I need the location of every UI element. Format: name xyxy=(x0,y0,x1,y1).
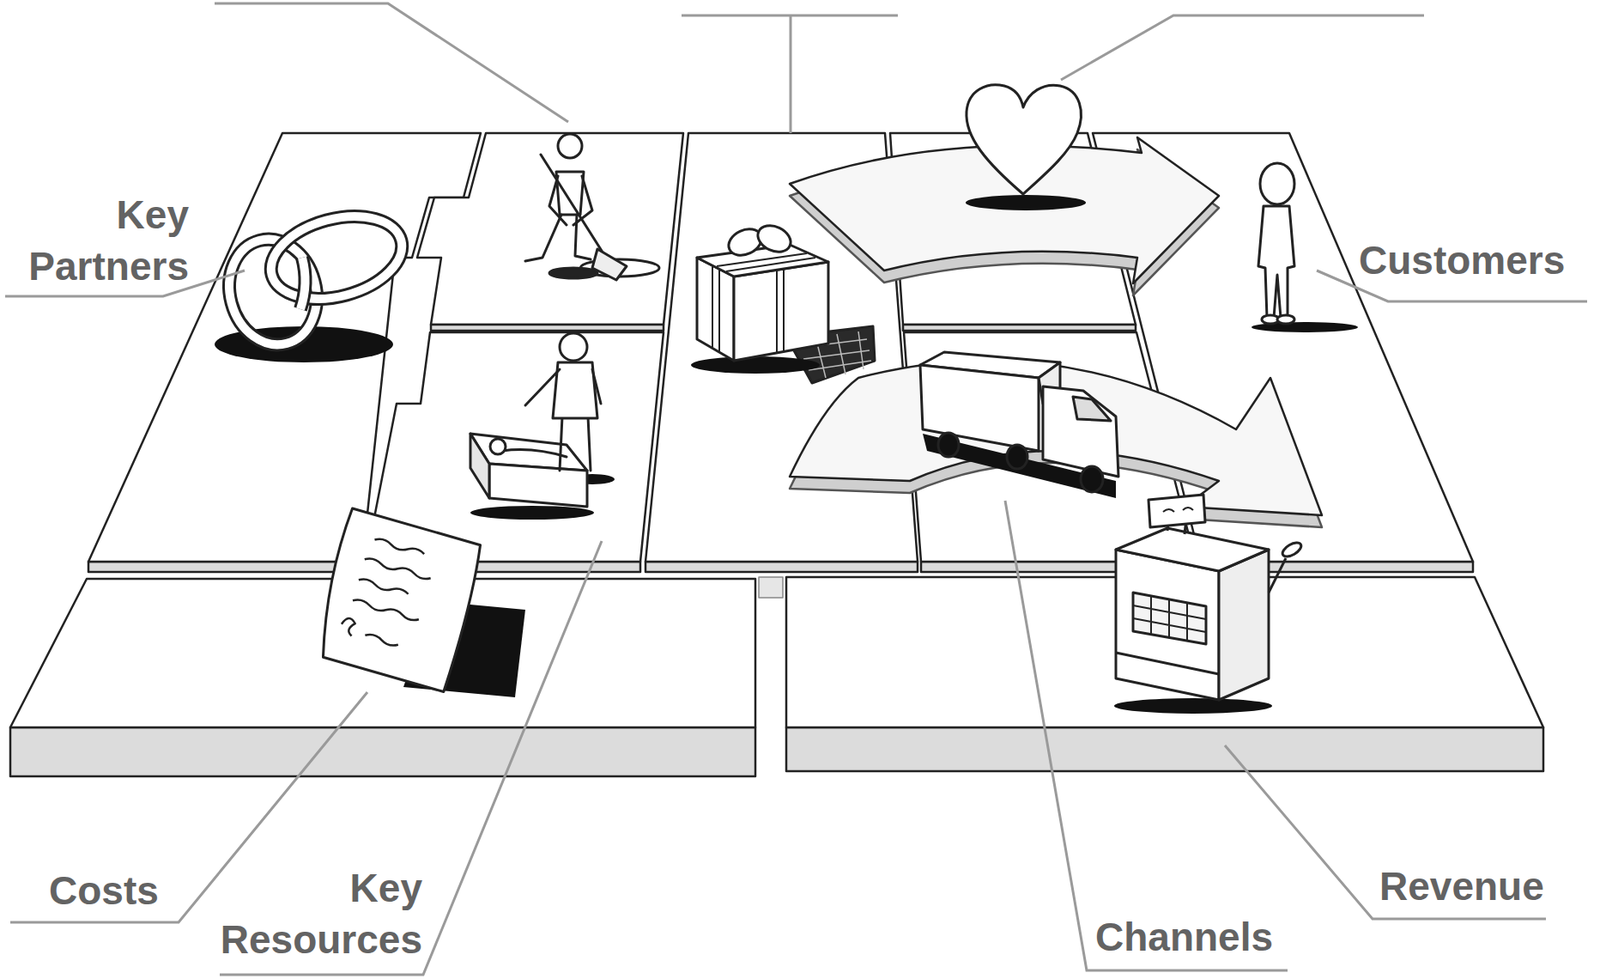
cash-register-part xyxy=(1163,507,1194,512)
bottom-plates-part xyxy=(786,727,1544,771)
customer-figure-part xyxy=(1277,315,1295,324)
canvas-plates-part xyxy=(88,561,363,572)
digging-worker-part xyxy=(592,248,627,280)
relationship-heart xyxy=(965,84,1086,211)
section-label: Costs xyxy=(48,864,221,916)
leader-lines-part xyxy=(214,3,569,122)
canvas-plates-part xyxy=(430,324,664,331)
resource-worker-crate-part xyxy=(502,449,567,457)
leader-lines xyxy=(5,3,1588,975)
channel-truck-part xyxy=(938,432,959,457)
resource-worker-crate xyxy=(470,333,615,520)
partner-rings-part xyxy=(300,257,306,310)
bottom-plates xyxy=(10,576,1544,776)
channel-truck xyxy=(920,351,1119,498)
section-label: Key Resources xyxy=(197,861,423,965)
partner-rings-part xyxy=(261,202,412,312)
digging-worker xyxy=(525,133,660,280)
cash-register-part xyxy=(1280,539,1304,559)
channel-truck-part xyxy=(1042,386,1119,477)
section-label: Customers xyxy=(1358,234,1600,286)
cash-register-part xyxy=(1268,557,1286,593)
canvas-plates xyxy=(88,133,1473,572)
resource-worker-crate-part xyxy=(489,463,588,507)
cash-register-part xyxy=(1133,592,1207,644)
partner-rings-part xyxy=(261,202,412,312)
digging-worker-part xyxy=(549,267,598,279)
partner-rings-part xyxy=(300,257,306,310)
cash-register-part xyxy=(1115,527,1269,571)
channel-truck-part xyxy=(920,364,1039,451)
digging-worker-part xyxy=(557,133,582,158)
cash-register-part xyxy=(1133,595,1207,641)
digging-worker-part xyxy=(556,171,584,215)
resource-worker-crate-part xyxy=(490,438,506,455)
section-label: Revenue xyxy=(1379,860,1594,912)
leader-lines-part xyxy=(1005,500,1288,970)
bottom-plates-part xyxy=(10,727,756,776)
channel-truck-part xyxy=(1080,466,1104,492)
canvas-plates-part xyxy=(903,324,1136,331)
cost-bill-part xyxy=(309,508,486,692)
cash-register-part xyxy=(1148,494,1206,528)
cost-bill xyxy=(309,508,526,697)
digging-worker-part xyxy=(540,154,607,258)
value-gift-part xyxy=(753,220,795,257)
canvas-plates-part xyxy=(645,561,918,572)
cash-register-part xyxy=(1114,697,1273,714)
section-label: Channels xyxy=(1095,910,1319,963)
resource-worker-crate-part xyxy=(525,369,601,406)
relationship-heart-part xyxy=(965,194,1086,211)
customer-figure xyxy=(1251,163,1358,333)
partner-rings xyxy=(214,202,412,363)
customer-figure-part xyxy=(1260,163,1295,205)
leader-lines-part xyxy=(10,691,368,922)
leader-lines-part xyxy=(681,15,898,134)
canvas-plates-part xyxy=(417,133,684,325)
relationship-heart-part xyxy=(966,84,1082,194)
cash-register-part xyxy=(1218,549,1269,700)
value-gift-part xyxy=(696,244,829,277)
section-label: Key Partners xyxy=(4,188,189,292)
channel-arrow xyxy=(789,360,1322,528)
value-gift-part xyxy=(733,261,829,361)
bottom-plates-part xyxy=(758,576,783,598)
digging-worker-part xyxy=(525,214,591,261)
cost-bill-part-part xyxy=(339,534,437,653)
resource-worker-crate-part xyxy=(470,433,490,498)
resource-worker-crate-part xyxy=(559,333,588,361)
cash-register-part xyxy=(1115,549,1219,700)
leader-lines-part xyxy=(1060,15,1425,80)
value-gift-part xyxy=(690,356,820,374)
cash-register xyxy=(1114,494,1304,714)
value-gift-part xyxy=(712,253,816,352)
channel-truck-part xyxy=(1072,396,1111,421)
channel-truck-part xyxy=(1006,444,1028,469)
resource-worker-crate-part xyxy=(470,505,594,520)
cost-bill-part-part xyxy=(309,508,486,692)
value-gift xyxy=(690,220,875,383)
resource-worker-crate-part xyxy=(559,416,591,471)
cash-register-part xyxy=(1115,652,1219,674)
channel-arrow-part xyxy=(789,360,1322,516)
customer-figure-part xyxy=(1258,206,1295,318)
